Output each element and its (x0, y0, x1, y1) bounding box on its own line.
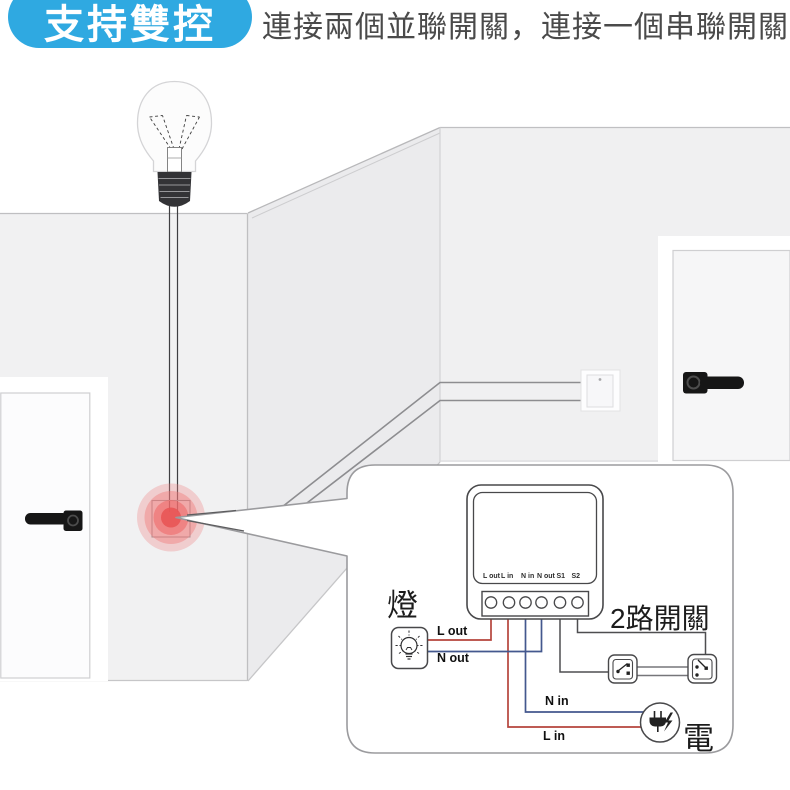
wall-switch (580, 369, 621, 412)
lamp-label: 燈 (387, 588, 418, 623)
smart-switch-module (466, 484, 604, 620)
feature-badge-label: 支持雙控 (44, 3, 216, 47)
diagram-wires (427, 608, 707, 728)
wire-label-l-in: L in (543, 729, 565, 743)
terminal-label-n-in: N in (521, 573, 535, 580)
power-source-icon (639, 702, 681, 743)
bulb-filament (149, 115, 200, 150)
junction-highlight (137, 483, 205, 552)
terminal-label-s2: S2 (571, 573, 581, 580)
terminal-label-l-in: L in (501, 573, 514, 580)
wire-label-l-out: L out (437, 624, 468, 638)
terminal-label-l-out: L out (483, 573, 500, 580)
right-door (658, 236, 790, 462)
lamp-icon (390, 626, 429, 670)
feature-badge: 支持雙控 (8, 0, 252, 48)
switch-icon-2 (687, 653, 718, 684)
bulb-screw-threads (158, 177, 191, 199)
two-way-switch-label: 2路開關 (610, 603, 710, 634)
header-subtitle: 連接兩個並聯開關，連接一個串聯開關 (262, 11, 789, 44)
wire-label-n-out: N out (437, 651, 469, 665)
left-door-handle-icon (25, 510, 83, 531)
terminal-label-n-out: N out (537, 573, 555, 580)
terminal-screws (484, 596, 584, 609)
right-door-handle-icon (683, 372, 744, 394)
wall-wires (262, 381, 581, 534)
wiring-diagram (390, 484, 718, 743)
light-bulb-icon (136, 80, 213, 512)
lightning-icon (664, 712, 673, 732)
lamp-rays (395, 630, 423, 654)
plug-icon (649, 711, 666, 732)
wire-label-n-in: N in (545, 694, 569, 708)
power-label: 電 (683, 721, 714, 756)
switch-icon-1 (607, 654, 638, 684)
terminal-label-s1: S1 (556, 573, 566, 580)
left-door (0, 377, 108, 681)
